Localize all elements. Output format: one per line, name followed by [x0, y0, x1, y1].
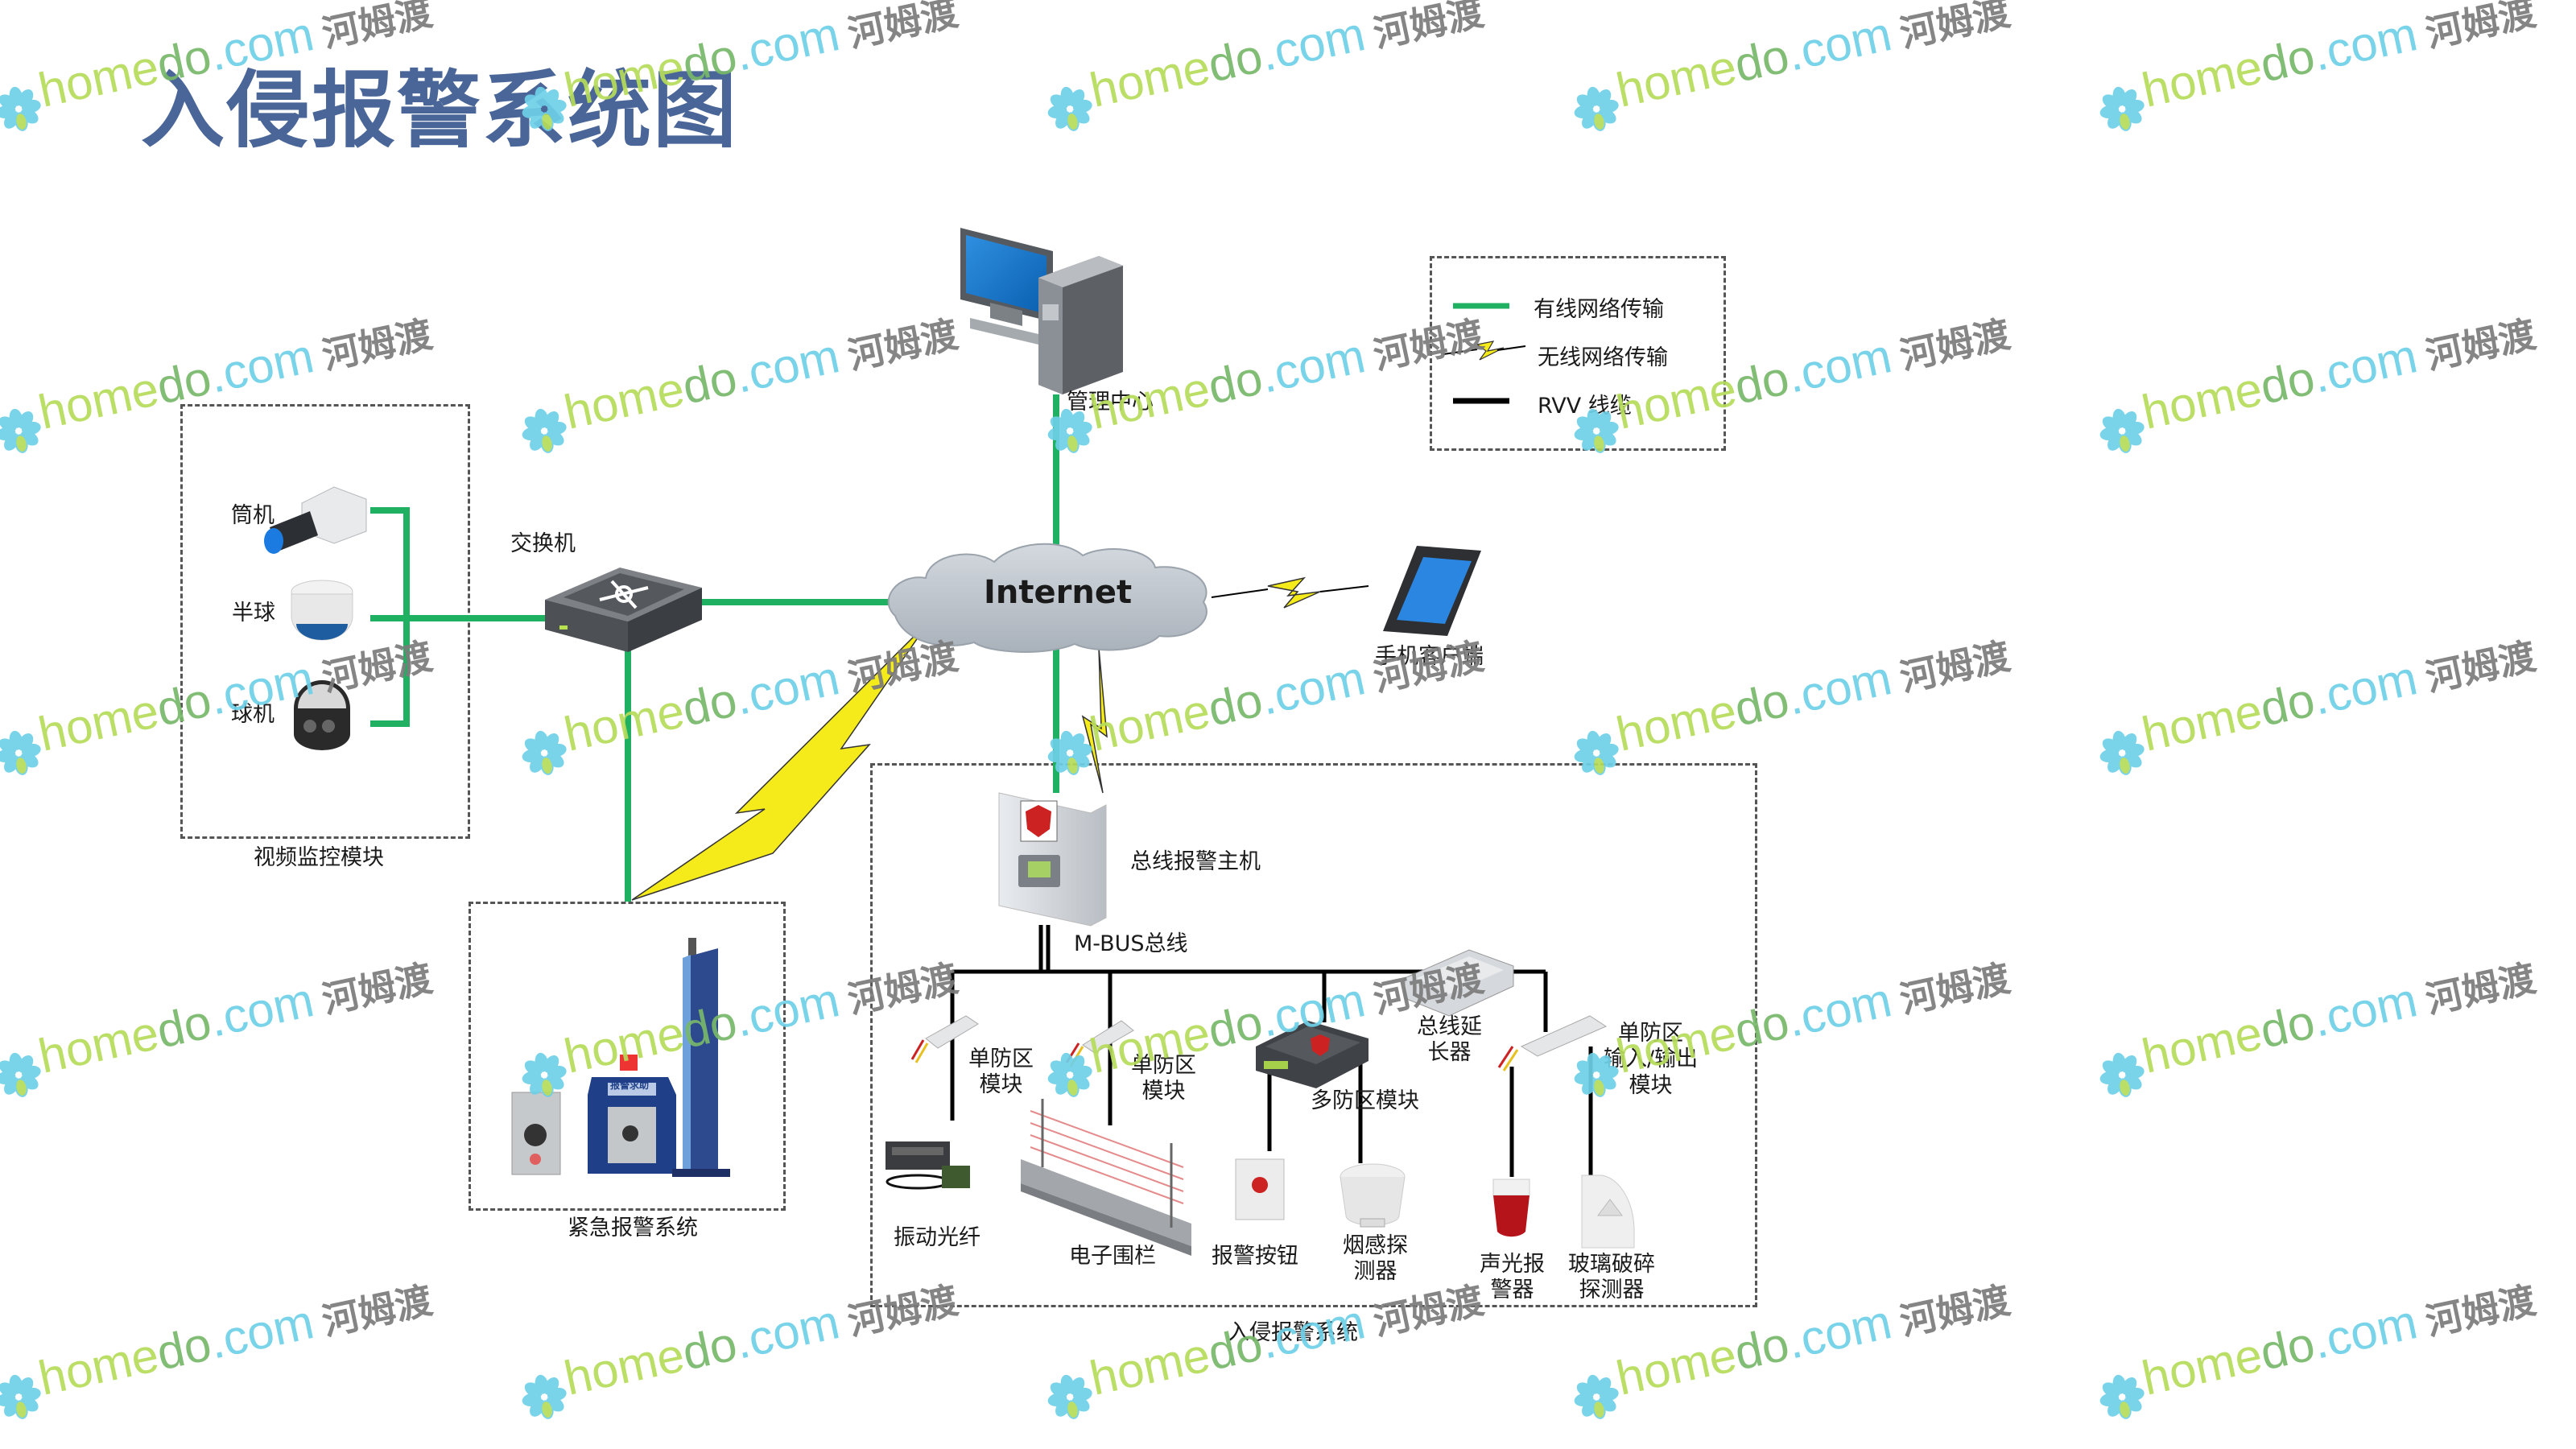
multi-zone-module-label: 多防区模块	[1311, 1088, 1419, 1113]
smoke-detector-icon	[1340, 1163, 1406, 1228]
wired-links	[370, 394, 1059, 902]
mobile-client-label: 手机客户端	[1375, 644, 1484, 669]
single-zone-module-2-line2: 模块	[1141, 1079, 1186, 1104]
bus-extender-line1: 总线延	[1417, 1014, 1482, 1039]
vibration-fiber-icon	[886, 1141, 970, 1190]
glass-break-line1: 玻璃破碎	[1568, 1252, 1655, 1277]
internet-label: Internet	[984, 574, 1133, 611]
glass-break-detector-label: 玻璃破碎 探测器	[1568, 1252, 1655, 1304]
smoke-detector-label: 烟感探 测器	[1343, 1233, 1408, 1286]
intrusion-system-label: 入侵报警系统	[1228, 1320, 1358, 1345]
single-zone-io-line3: 模块	[1629, 1072, 1673, 1098]
glass-break-line2: 探测器	[1579, 1278, 1645, 1303]
wireless-internet-emergency	[631, 623, 928, 901]
emergency-system-box	[469, 902, 786, 1211]
emergency-box-sign: 报警求助	[610, 1080, 650, 1091]
single-zone-module-1-icon	[910, 1015, 979, 1063]
emergency-panel-icon	[511, 1092, 561, 1175]
wireless-links	[631, 576, 1369, 901]
mbus-label: M-BUS总线	[1074, 931, 1188, 956]
legend-item-rvv: RVV 线缆	[1538, 394, 1632, 419]
switch-label: 交换机	[510, 531, 576, 556]
emergency-column-icon	[672, 938, 730, 1177]
single-zone-module-2-line1: 单防区	[1131, 1053, 1196, 1078]
wireless-internet-host	[1081, 647, 1108, 794]
bus-alarm-host-label: 总线报警主机	[1130, 849, 1261, 874]
emergency-call-box-icon	[588, 1055, 676, 1174]
single-zone-module-1-label: 单防区 模块	[968, 1046, 1034, 1099]
legend-wireless-symbol	[1443, 341, 1526, 361]
sound-light-alarm-line1: 声光报	[1480, 1252, 1545, 1277]
vibration-fiber-label: 振动光纤	[894, 1225, 980, 1250]
bullet-camera-icon	[264, 486, 367, 554]
smoke-detector-line2: 测器	[1353, 1259, 1397, 1285]
bus-extender-label: 总线延 长器	[1417, 1014, 1482, 1067]
page-title: 入侵报警系统图	[141, 61, 739, 159]
bus-extender-line2: 长器	[1427, 1040, 1472, 1066]
alarm-button-label: 报警按钮	[1212, 1244, 1298, 1269]
camera-label-dome: 半球	[232, 601, 275, 625]
emergency-system-label: 紧急报警系统	[568, 1216, 698, 1241]
management-center-label: 管理中心	[1067, 390, 1154, 415]
sound-light-alarm-label: 声光报 警器	[1480, 1252, 1545, 1304]
single-zone-module-2-icon	[1065, 1020, 1134, 1067]
single-zone-module-1-line1: 单防区	[968, 1046, 1034, 1071]
alarm-button-icon	[1235, 1158, 1285, 1220]
switch-icon	[545, 568, 702, 652]
phone-icon	[1383, 546, 1481, 636]
wireless-internet-phone	[1211, 576, 1369, 609]
dome-camera-icon	[291, 580, 353, 641]
electronic-fence-label: 电子围栏	[1069, 1244, 1156, 1269]
smoke-detector-line1: 烟感探	[1343, 1233, 1408, 1258]
electronic-fence-icon	[1021, 1099, 1191, 1256]
legend-symbols	[1443, 303, 1526, 404]
single-zone-io-module-icon	[1497, 1015, 1608, 1071]
single-zone-io-line1: 单防区	[1618, 1021, 1684, 1046]
camera-label-speed-dome: 球机	[231, 702, 275, 727]
sound-light-alarm-line2: 警器	[1490, 1278, 1534, 1303]
camera-label-bullet: 筒机	[231, 503, 275, 528]
single-zone-io-line2: 输入/输出	[1604, 1046, 1699, 1072]
speed-dome-camera-icon	[294, 680, 350, 750]
internet-cloud-icon	[887, 543, 1208, 653]
sound-light-alarm-icon	[1492, 1179, 1530, 1237]
pc-icon	[960, 228, 1123, 394]
multi-zone-module-icon	[1256, 1021, 1368, 1088]
legend-item-wired: 有线网络传输	[1534, 297, 1664, 322]
single-zone-io-module-label: 单防区 输入/输出 模块	[1604, 1021, 1698, 1099]
intrusion-system-box	[870, 763, 1757, 1307]
video-module-label: 视频监控模块	[254, 845, 384, 870]
bus-extender-icon	[1404, 949, 1514, 1017]
legend-box	[1430, 256, 1726, 451]
bus-alarm-host-icon	[998, 792, 1107, 927]
single-zone-module-1-line2: 模块	[979, 1072, 1023, 1098]
single-zone-module-2-label: 单防区 模块	[1131, 1053, 1196, 1105]
legend-item-wireless: 无线网络传输	[1538, 345, 1668, 370]
glass-break-detector-icon	[1581, 1174, 1635, 1249]
